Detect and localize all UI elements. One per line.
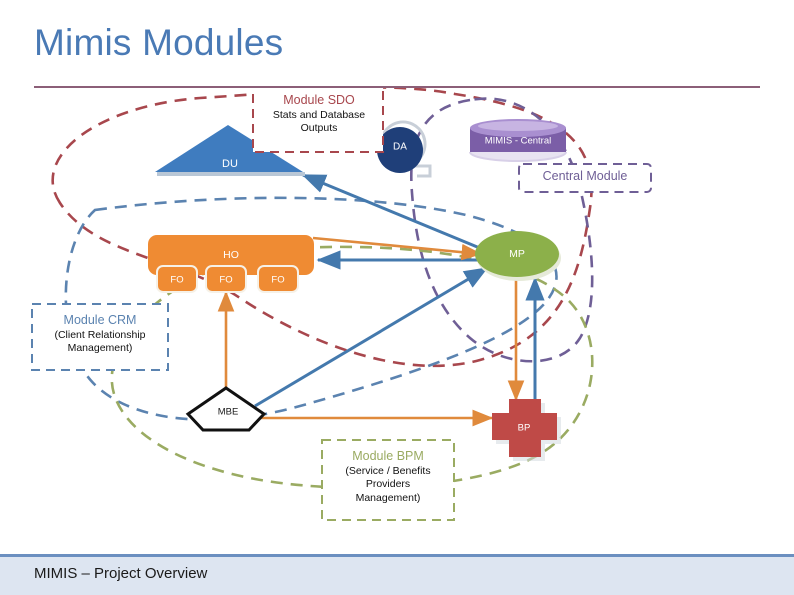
node-da-label: DA xyxy=(393,142,407,153)
module-crm-subtitle-line2: Management) xyxy=(67,342,133,355)
node-mbe-label: MBE xyxy=(218,407,239,418)
node-du[interactable]: DU xyxy=(155,125,305,176)
arrow-ho-to-mp xyxy=(312,236,483,261)
module-sdo-title: Module SDO xyxy=(283,93,355,107)
module-crm-label: Module CRM (Client Relationship Manageme… xyxy=(34,312,166,356)
label-box-module-crm xyxy=(31,303,169,371)
module-bpm-label: Module BPM (Service / Benefits Providers… xyxy=(324,448,452,506)
node-fo-2-label: FO xyxy=(219,275,232,286)
title-divider xyxy=(34,86,760,88)
sdo-group-boundary xyxy=(51,88,593,368)
arrow-mbe-to-mp xyxy=(254,266,489,408)
module-bpm-subtitle-line2: Providers xyxy=(365,478,411,491)
footer-band xyxy=(0,557,794,595)
module-crm-subtitle-line1: (Client Relationship xyxy=(54,328,146,341)
node-bp-label: BP xyxy=(518,423,531,434)
page-title: Mimis Modules xyxy=(34,22,284,63)
node-mimis-central[interactable]: MIMIS - Central xyxy=(469,119,567,162)
node-ho-label: HO xyxy=(223,249,239,261)
module-bpm-subtitle-line3: Management) xyxy=(355,492,421,505)
central-group-boundary xyxy=(410,97,594,363)
node-mbe[interactable]: MBE xyxy=(185,386,267,432)
module-bpm-title: Module BPM xyxy=(352,449,424,463)
label-box-module-bpm xyxy=(321,439,455,521)
node-fo-1[interactable]: FO xyxy=(156,265,198,293)
node-fo-2[interactable]: FO xyxy=(205,265,247,293)
label-box-central-module xyxy=(518,163,652,193)
node-fo-3[interactable]: FO xyxy=(257,265,299,293)
module-sdo-subtitle-line2: Outputs xyxy=(300,122,338,135)
modules-diagram: DU DA MIMIS - Central HO FO xyxy=(31,88,652,521)
node-mp-label: MP xyxy=(509,248,525,260)
node-fo-1-label: FO xyxy=(170,275,183,286)
central-module-label: Central Module xyxy=(521,168,649,185)
node-du-label: DU xyxy=(222,158,238,170)
node-mimis-central-label: MIMIS - Central xyxy=(485,136,552,147)
footer-divider xyxy=(0,554,794,557)
module-crm-title: Module CRM xyxy=(63,313,137,327)
module-sdo-label: Module SDO Stats and Database Outputs xyxy=(255,92,383,136)
node-bp[interactable]: BP xyxy=(492,399,561,461)
module-sdo-subtitle-line1: Stats and Database xyxy=(272,108,366,121)
arrow-mp-to-du xyxy=(301,173,488,253)
central-module-title: Central Module xyxy=(542,169,628,183)
node-mp[interactable]: MP xyxy=(475,231,561,281)
node-fo-3-label: FO xyxy=(271,275,284,286)
module-bpm-subtitle-line1: (Service / Benefits xyxy=(345,464,431,477)
node-da[interactable]: DA xyxy=(377,120,432,196)
footer-text: MIMIS – Project Overview xyxy=(34,565,208,582)
label-box-module-sdo xyxy=(252,88,384,153)
